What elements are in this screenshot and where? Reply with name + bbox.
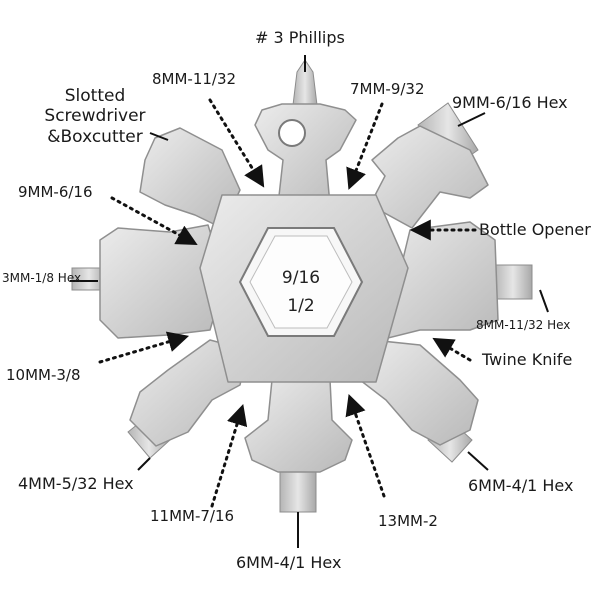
label-phillips: # 3 Phillips xyxy=(255,28,345,47)
label-4mm-hex: 4MM-5/32 Hex xyxy=(18,474,134,493)
label-7mm: 7MM-9/32 xyxy=(350,80,425,98)
label-twine-knife: Twine Knife xyxy=(482,350,573,369)
label-6mm-hex-bottom: 6MM-4/1 Hex xyxy=(236,553,342,572)
label-slotted-screwdriver: Slotted Screwdriver &Boxcutter xyxy=(44,86,146,147)
label-8mm-top: 8MM-11/32 xyxy=(152,70,237,88)
label-13mm: 13MM-2 xyxy=(378,512,438,530)
hex-bit-bottom xyxy=(279,469,317,513)
lanyard-hole xyxy=(278,119,306,147)
label-6mm-hex-right: 6MM-4/1 Hex xyxy=(468,476,574,495)
leader-lines xyxy=(70,55,549,548)
label-bottle-opener: Bottle Opener xyxy=(479,220,591,239)
hex-label-bottom: 1/2 xyxy=(287,296,315,316)
label-9mm-hex: 9MM-6/16 Hex xyxy=(452,93,568,112)
hex-cutout xyxy=(238,119,364,337)
hex-label-top: 9/16 xyxy=(281,268,321,288)
label-11mm: 11MM-7/16 xyxy=(150,507,235,525)
hex-bit-right xyxy=(493,264,533,300)
label-3mm-hex: 3MM-1/8 Hex xyxy=(2,271,82,285)
label-9mm: 9MM-6/16 xyxy=(18,183,93,201)
dotted-arrows xyxy=(98,98,477,508)
label-10mm: 10MM-3/8 xyxy=(6,366,81,384)
label-8mm-hex: 8MM-11/32 Hex xyxy=(476,318,571,332)
